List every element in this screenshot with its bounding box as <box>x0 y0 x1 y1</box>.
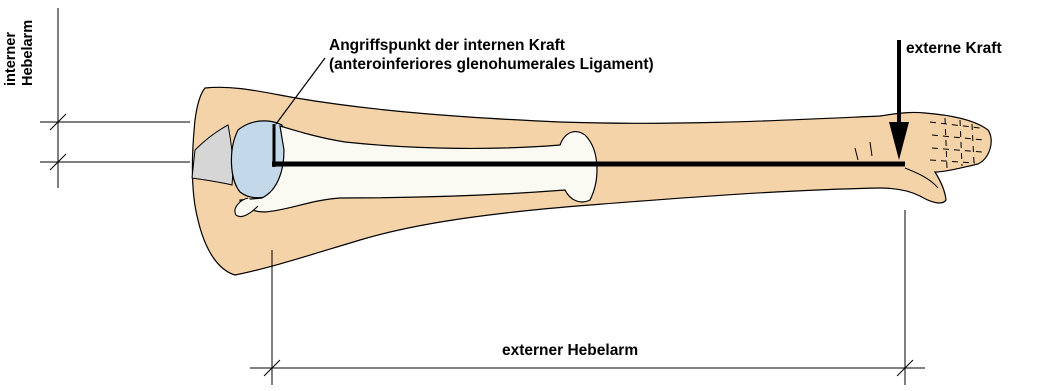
internal-force-point-label: Angriffspunkt der internen Kraft (antero… <box>329 36 654 74</box>
internal-lever-arm-line2: Hebelarm <box>20 20 37 86</box>
external-lever-arm-label: externer Hebelarm <box>502 341 638 360</box>
internal-force-point-line2: (anteroinferiores glenohumerales Ligamen… <box>329 55 654 74</box>
external-force-label: externe Kraft <box>906 39 1002 58</box>
internal-lever-arm-line1: interner <box>3 20 20 86</box>
internal-force-point-line1: Angriffspunkt der internen Kraft <box>329 36 654 55</box>
